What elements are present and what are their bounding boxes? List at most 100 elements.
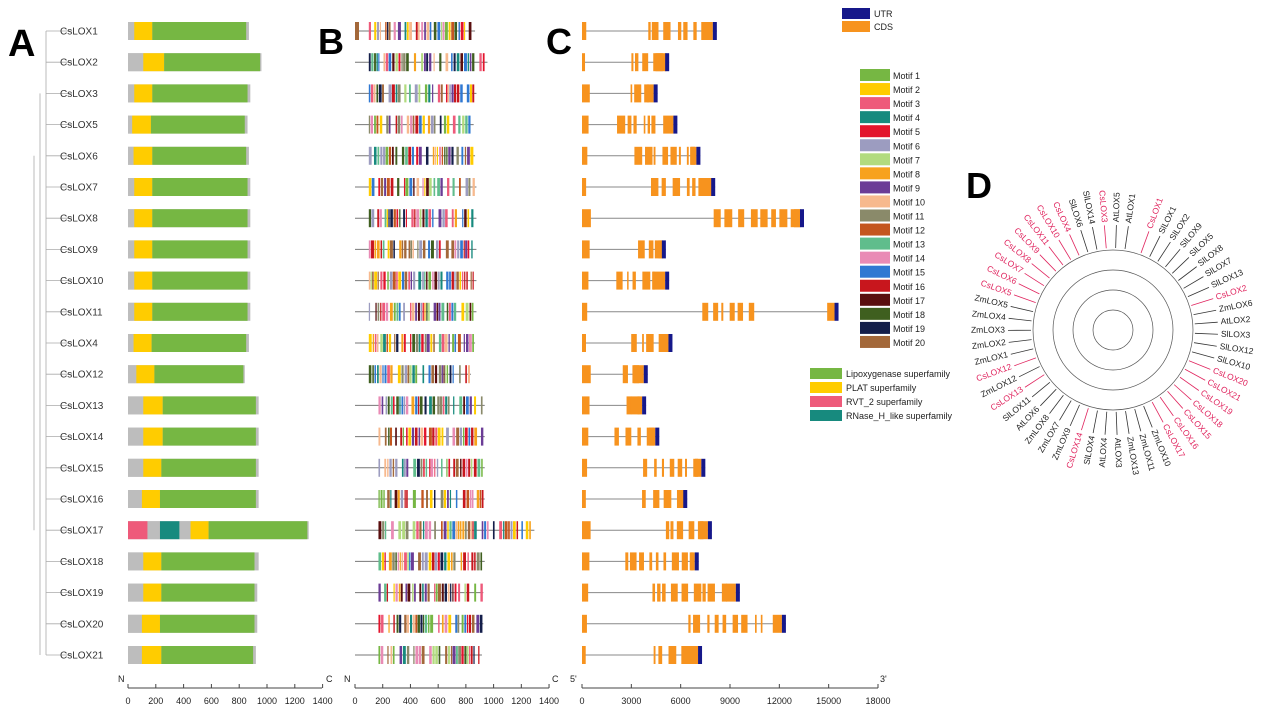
motif-block bbox=[447, 178, 450, 196]
motif-block bbox=[441, 365, 443, 384]
motif-block bbox=[384, 458, 387, 477]
motif-block bbox=[452, 365, 454, 384]
cds-exon bbox=[714, 614, 719, 633]
motif-block bbox=[422, 115, 425, 134]
motif-block bbox=[380, 178, 384, 196]
motif-block bbox=[435, 427, 438, 446]
motif-block bbox=[413, 458, 417, 477]
tick-label: 1400 bbox=[313, 696, 333, 706]
motif-block bbox=[444, 614, 448, 633]
cds-exon bbox=[701, 22, 705, 40]
motif-block bbox=[437, 178, 440, 196]
gene-label: CsLOX1 bbox=[60, 27, 98, 38]
motif-block bbox=[454, 209, 457, 228]
motif-block bbox=[455, 490, 458, 508]
motif-block bbox=[384, 178, 387, 196]
motif-block bbox=[462, 458, 466, 477]
tree-ring bbox=[1072, 289, 1154, 371]
tick-label: 9000 bbox=[720, 696, 740, 706]
motif-block bbox=[426, 334, 430, 352]
cds-exon bbox=[651, 115, 656, 134]
motif-block bbox=[466, 271, 468, 290]
motif-block bbox=[397, 178, 400, 196]
motif-block bbox=[418, 334, 421, 352]
motif-block bbox=[451, 240, 455, 259]
motif-block bbox=[478, 646, 480, 664]
motif-block bbox=[395, 53, 398, 72]
tree-leaf-branch bbox=[1173, 384, 1192, 401]
motif-block bbox=[471, 302, 474, 321]
motif-block bbox=[443, 115, 447, 134]
motif-block bbox=[371, 240, 374, 259]
motif-block bbox=[402, 646, 406, 664]
tree-leaf-branch bbox=[1081, 408, 1089, 431]
legend-label: Motif 15 bbox=[893, 268, 925, 278]
motif-block bbox=[403, 178, 406, 196]
motif-block bbox=[438, 302, 441, 321]
tree-leaf-label: AtLOX5 bbox=[1111, 192, 1122, 222]
domain-grey bbox=[128, 396, 144, 415]
domain-plat bbox=[134, 271, 153, 290]
legend-label: Motif 10 bbox=[893, 197, 925, 207]
motif-block bbox=[378, 583, 381, 602]
motif-block bbox=[443, 521, 447, 540]
motif-block bbox=[387, 271, 389, 290]
tree-leaf-branch bbox=[1193, 309, 1217, 315]
cds-exon bbox=[582, 84, 590, 103]
motif-block bbox=[378, 458, 381, 477]
motif-block bbox=[404, 614, 407, 633]
cds-exon bbox=[633, 115, 637, 134]
motif-block bbox=[451, 53, 453, 72]
utr-segment bbox=[665, 271, 670, 290]
motif-block bbox=[411, 427, 415, 446]
motif-block bbox=[374, 271, 378, 290]
motif-block bbox=[453, 458, 456, 477]
motif-block bbox=[368, 365, 372, 384]
motif-block bbox=[401, 365, 404, 384]
tree-leaf-branch bbox=[1115, 225, 1117, 249]
motif-block bbox=[455, 646, 458, 664]
motif-block bbox=[466, 646, 469, 664]
utr-segment bbox=[698, 646, 703, 664]
tree-leaf-branch bbox=[1124, 226, 1129, 249]
motif-block bbox=[441, 521, 443, 540]
motif-block bbox=[447, 396, 450, 415]
cds-exon bbox=[779, 209, 788, 228]
motif-block bbox=[368, 22, 371, 40]
motif-block bbox=[396, 209, 399, 228]
motif-block bbox=[403, 334, 406, 352]
tick-label: 15000 bbox=[816, 696, 841, 706]
motif-block bbox=[434, 552, 438, 571]
motif-block bbox=[469, 53, 472, 72]
motif-block bbox=[383, 53, 386, 72]
domain-grey bbox=[128, 552, 144, 571]
cds-exon bbox=[616, 271, 623, 290]
motif-block bbox=[380, 271, 383, 290]
motif-block bbox=[447, 552, 450, 571]
motif-block bbox=[432, 84, 434, 103]
motif-block bbox=[397, 490, 400, 508]
motif-block bbox=[396, 614, 399, 633]
motif-block bbox=[380, 302, 382, 321]
motif-block bbox=[418, 427, 420, 446]
tree-leaf-branch bbox=[1191, 298, 1214, 306]
domain-lipoxygenase bbox=[152, 84, 248, 103]
motif-block bbox=[430, 334, 433, 352]
motif-block bbox=[424, 334, 427, 352]
motif-block bbox=[377, 271, 379, 290]
motif-block bbox=[447, 84, 449, 103]
motif-block bbox=[407, 552, 409, 571]
domain-lipoxygenase bbox=[161, 552, 255, 571]
motif-block bbox=[430, 115, 434, 134]
motif-block bbox=[438, 240, 441, 259]
cds-exon bbox=[639, 552, 644, 571]
motif-block bbox=[465, 521, 467, 540]
tree-ring bbox=[1052, 269, 1174, 391]
legend-swatch bbox=[860, 153, 890, 166]
motif-block bbox=[388, 552, 392, 571]
motif-block bbox=[426, 490, 428, 508]
motif-block bbox=[432, 646, 435, 664]
motif-block bbox=[415, 22, 418, 40]
motif-block bbox=[429, 22, 432, 40]
